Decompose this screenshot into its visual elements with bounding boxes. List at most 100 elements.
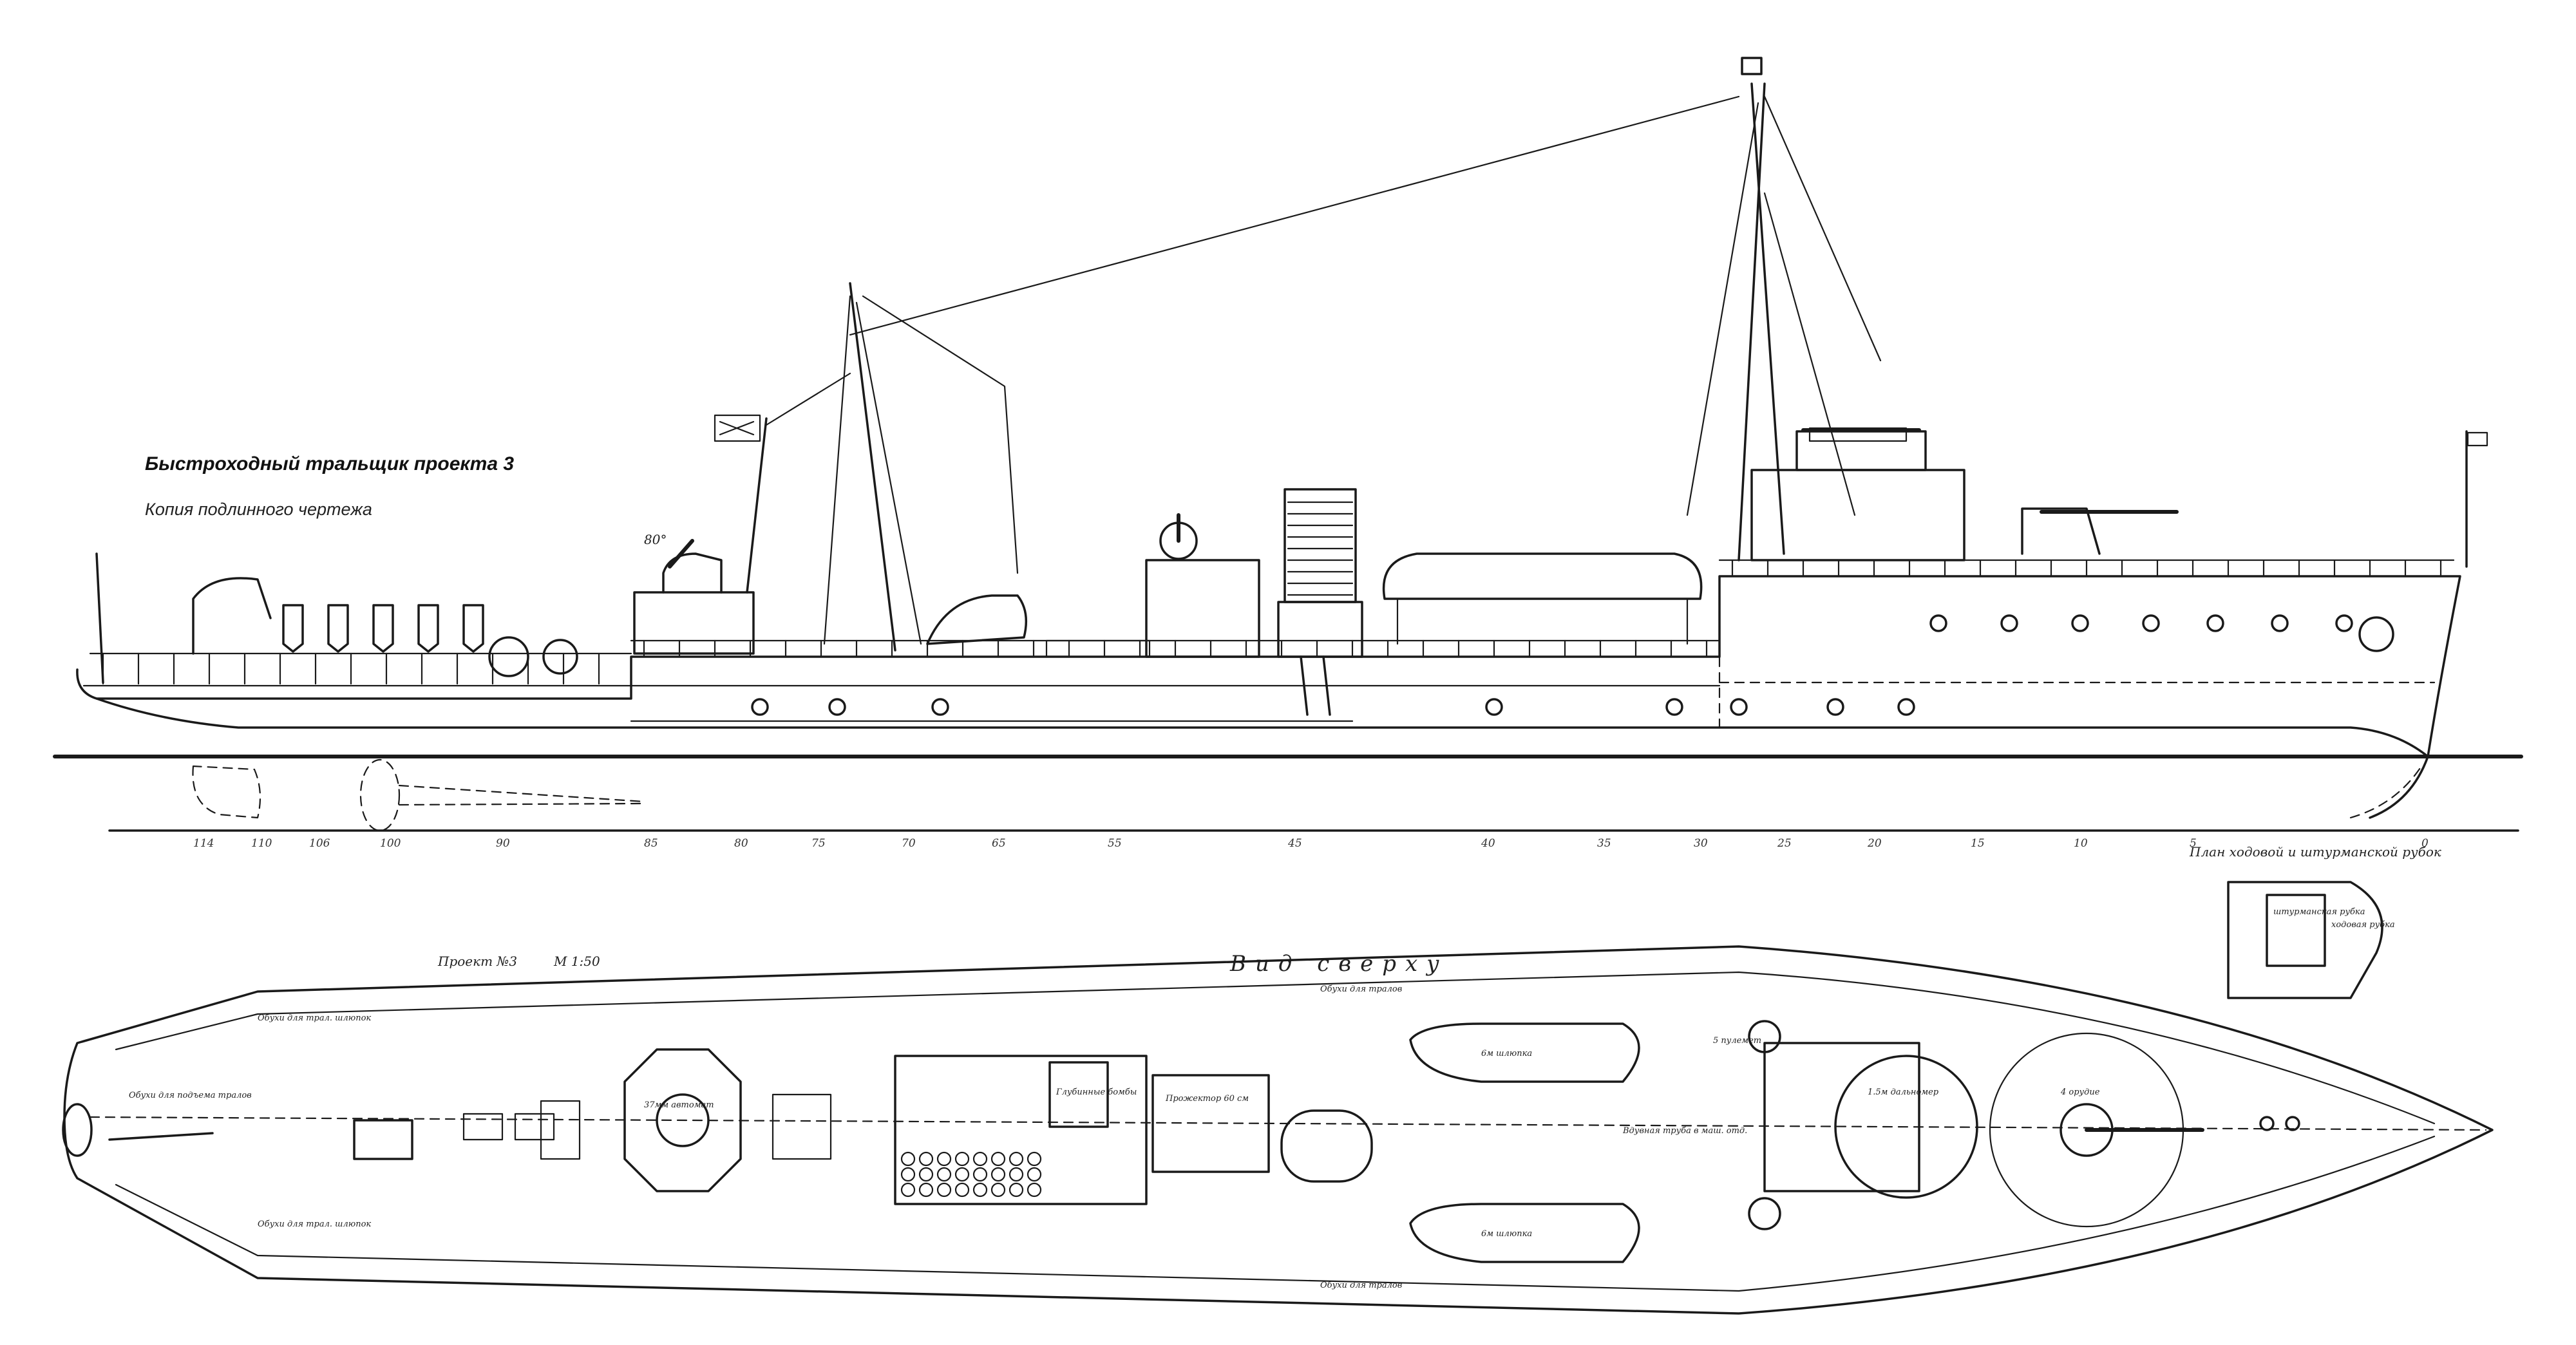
frame-number: 65 <box>992 837 1006 850</box>
drawing-title: Быстроходный тральщик проекта 3 <box>145 453 514 475</box>
trawl-eye-bottom-label: Обухи для трал. шлюпок <box>258 1219 371 1229</box>
frame-number: 90 <box>496 837 510 850</box>
sweep-float <box>462 604 484 653</box>
derrick-stays <box>823 295 922 645</box>
frame-number: 20 <box>1867 837 1882 850</box>
boat-plan-1 <box>1409 1022 1640 1083</box>
depth-charge <box>972 1182 988 1198</box>
sweep-winch <box>488 636 529 677</box>
plan-deck-edge-top <box>115 971 2436 1125</box>
gun-elevation-label: 80° <box>644 532 667 547</box>
capstan-2 <box>2285 1116 2300 1131</box>
depth-charge <box>936 1167 952 1182</box>
derrick-post <box>849 282 896 652</box>
view-title: Вид сверху <box>1229 951 1448 977</box>
frame-number: 110 <box>251 837 272 850</box>
porthole <box>1730 698 1748 716</box>
depth-charge-deck <box>894 1055 1148 1205</box>
searchlight-platform <box>1151 1074 1270 1173</box>
trawl-eye-top-label: Обухи для трал. шлюпок <box>258 1013 371 1023</box>
fwd-gun-shield <box>2021 507 2101 555</box>
depth-charge <box>1027 1182 1042 1198</box>
bridge-plan <box>1763 1042 1920 1192</box>
aft-gun-mount <box>662 552 723 594</box>
anchor-hawse <box>2358 616 2394 652</box>
depth-charge <box>972 1167 988 1182</box>
ammo-locker <box>772 1093 832 1160</box>
derrick-boom <box>862 295 1019 574</box>
chart-room-label: штурманская рубка <box>2273 907 2365 917</box>
fwd-gun-label: 4 орудие <box>2060 1087 2100 1097</box>
boat-label-2: 6м шлюпка <box>1481 1229 1532 1239</box>
mg-mount-bottom <box>1748 1197 1781 1230</box>
frame-number: 10 <box>2074 837 2088 850</box>
depth-charges <box>900 1151 1042 1198</box>
porthole <box>1897 698 1915 716</box>
porthole <box>2142 614 2160 632</box>
sweep-float <box>417 604 439 653</box>
plan-hull-outline <box>63 945 2494 1315</box>
porthole <box>2271 614 2289 632</box>
bollard-box-2 <box>514 1113 555 1141</box>
depth-charge <box>918 1182 934 1198</box>
porthole <box>2335 614 2353 632</box>
aft-deckhouse <box>633 591 755 655</box>
machinegun-label: 5 пулемет <box>1713 1036 1761 1046</box>
mainmast <box>746 417 768 594</box>
depth-charge <box>990 1151 1006 1167</box>
porthole <box>931 698 949 716</box>
masthead-light <box>1741 57 1763 75</box>
porthole <box>2000 614 2018 632</box>
frame-number: 0 <box>2421 837 2429 850</box>
bridge-rangefinder-ring <box>1834 1055 1978 1199</box>
propeller <box>359 758 401 832</box>
porthole <box>2206 614 2224 632</box>
frame-number: 85 <box>644 837 658 850</box>
mid-deckhouse <box>1145 559 1260 658</box>
frame-number: 55 <box>1108 837 1122 850</box>
depth-charge <box>990 1182 1006 1198</box>
depth-charge <box>1009 1182 1024 1198</box>
project-label: Проект №3 <box>437 954 517 969</box>
frame-number: 15 <box>1971 837 1985 850</box>
depth-charge <box>1009 1151 1024 1167</box>
frame-number: 40 <box>1481 837 1495 850</box>
searchlight-label: Прожектор 60 см <box>1165 1094 1249 1104</box>
stern-roller <box>108 1132 214 1141</box>
portholes <box>751 614 2353 716</box>
sweep-float <box>372 604 394 653</box>
funnel-plan <box>1280 1109 1373 1183</box>
capstan-1 <box>2259 1116 2275 1131</box>
bridge-detail-title: План ходовой и штурманской рубок <box>2189 844 2441 860</box>
plan-view: Проект №3 М 1:50 Вид сверху 37мм автомат… <box>62 945 2494 1315</box>
funnel-casing <box>1277 601 1363 658</box>
porthole <box>2071 614 2089 632</box>
porthole <box>1929 614 1947 632</box>
aft-flagstaff <box>95 552 104 684</box>
sweep-hooks-bottom: Обухи для тралов <box>1320 1281 1402 1290</box>
bridge-detail: План ходовой и штурманской рубок штурман… <box>2189 844 2441 999</box>
porthole <box>828 698 846 716</box>
depth-charge-rack <box>1045 639 1151 658</box>
aa-mount-plan <box>623 1048 742 1192</box>
wheel-room-label: ходовая рубка <box>2331 920 2395 930</box>
depth-charge <box>900 1151 916 1167</box>
hull-outline <box>76 575 2461 819</box>
depth-charge <box>918 1167 934 1182</box>
jack-flag <box>2467 431 2488 447</box>
boat-chocks <box>1396 597 1689 645</box>
depth-charge <box>1027 1167 1042 1182</box>
hull-bottom <box>95 697 2429 758</box>
depth-charge <box>900 1182 916 1198</box>
stern-note-label: Обухи для подъема тралов <box>129 1091 252 1100</box>
foremast <box>1738 82 1766 561</box>
sweep-float <box>282 604 304 653</box>
frame-number: 5 <box>2190 837 2197 850</box>
depth-charge <box>918 1151 934 1167</box>
depth-charge <box>1009 1167 1024 1182</box>
frame-number: 25 <box>1777 837 1792 850</box>
charge-label-1: Глубинные бомбы <box>1056 1087 1137 1097</box>
foremast-stays <box>1686 95 1882 516</box>
chart-room <box>2266 894 2326 967</box>
